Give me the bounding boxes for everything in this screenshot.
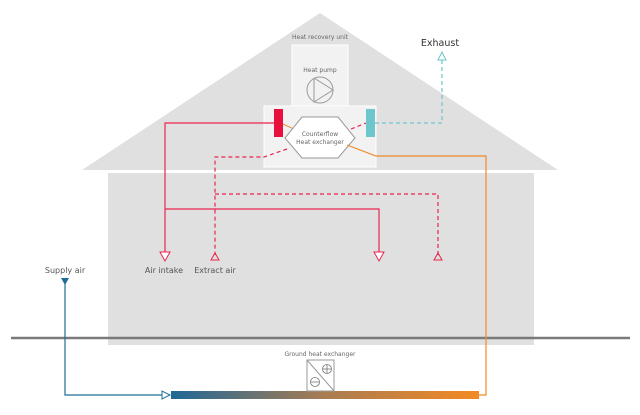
- ground-pipe-arrow: [161, 390, 172, 400]
- supply-air-duct: [64, 282, 162, 396]
- extract-air-duct: [214, 148, 439, 255]
- counterflow-label-1: Counterflow: [302, 131, 338, 138]
- heat-recovery-unit-label: Heat recovery unit: [292, 34, 349, 41]
- heat-pump-label: Heat pump: [303, 67, 337, 74]
- exhaust-label: Exhaust: [421, 38, 459, 49]
- air-intake-duct: [164, 122, 380, 252]
- ground-pipe: [171, 391, 479, 399]
- heat-pump-box: [291, 44, 349, 107]
- counterflow-label-2: Heat exchanger: [296, 139, 344, 146]
- supply-air-label: Supply air: [45, 266, 86, 275]
- exhaust-duct: [375, 60, 443, 124]
- extract-duct-to-exhaust: [350, 122, 367, 130]
- air-intake-label: Air intake: [145, 266, 183, 275]
- supply-filter-red: [274, 109, 283, 137]
- air-intake-arrow: [159, 251, 171, 263]
- supply-air-arrow: [61, 278, 69, 285]
- extract-air-label: Extract air: [194, 266, 236, 275]
- heat-pump-icon: [306, 76, 334, 104]
- exhaust-arrow: [437, 50, 447, 61]
- ground-heat-exchanger-label: Ground heat exchanger: [285, 351, 357, 358]
- ground-heat-exchanger-icon: [306, 359, 335, 392]
- extract-air-arrow-2: [433, 251, 443, 261]
- exhaust-filter-teal: [366, 109, 375, 137]
- house-body: [108, 173, 534, 345]
- ground-loop-return: [346, 144, 487, 396]
- extract-air-arrow: [210, 251, 220, 261]
- air-intake-arrow-2: [373, 251, 385, 263]
- counterflow-heat-exchanger: Counterflow Heat exchanger: [284, 116, 356, 159]
